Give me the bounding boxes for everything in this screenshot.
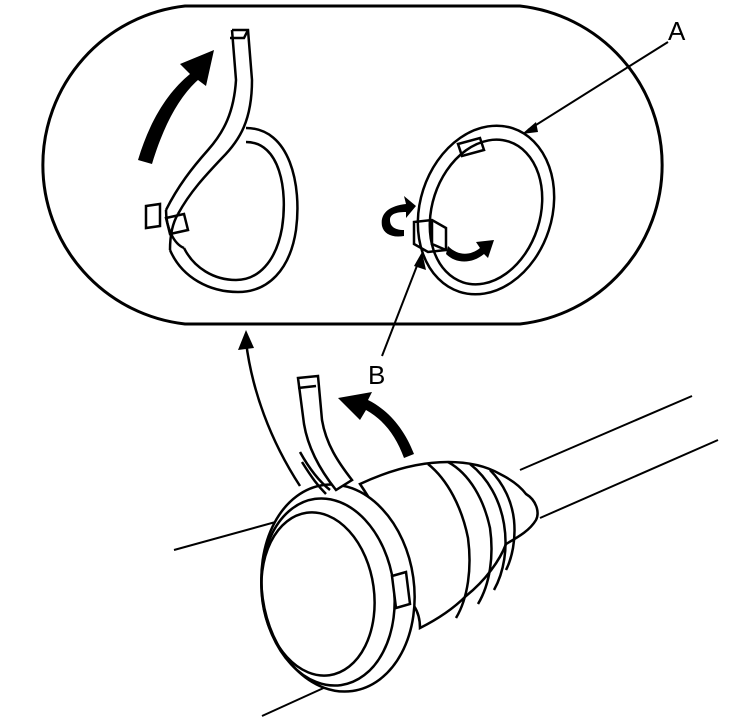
rotate-arrow-right bbox=[446, 240, 494, 262]
band-tail-inner bbox=[164, 29, 238, 211]
band-tail bbox=[176, 28, 254, 215]
callout-label-a: A bbox=[668, 16, 686, 46]
cv-boot bbox=[358, 460, 539, 631]
callout-label-b: B bbox=[368, 360, 385, 390]
band-loop-inner bbox=[182, 140, 286, 282]
clamp-buckle-a bbox=[456, 136, 486, 158]
main-band-strap bbox=[296, 374, 354, 495]
clamp-band-lifting bbox=[144, 28, 299, 294]
leader-a-arrowhead bbox=[522, 122, 538, 134]
rotate-arrow-left bbox=[381, 196, 416, 237]
band-loop-outer bbox=[168, 126, 299, 294]
detail-pointer-arrowhead bbox=[238, 330, 254, 350]
axle-shaft bbox=[173, 395, 719, 717]
clamp-ring-inner bbox=[428, 138, 544, 286]
clamp-band-closed bbox=[412, 124, 556, 296]
main-lift-arrow bbox=[338, 392, 414, 458]
lift-arrow bbox=[138, 50, 214, 164]
boot-large-end bbox=[260, 483, 416, 693]
leader-b bbox=[381, 257, 421, 357]
detail-callout bbox=[41, 4, 664, 326]
leader-b-arrowhead bbox=[414, 252, 426, 270]
leader-a bbox=[527, 41, 669, 131]
detail-callout-outline bbox=[41, 4, 664, 326]
boot-band-clip bbox=[390, 570, 412, 610]
clamp-ring-outer bbox=[416, 124, 556, 296]
detail-pointer-arc bbox=[244, 341, 302, 487]
band-lock-tab bbox=[144, 202, 162, 230]
band-latch bbox=[164, 212, 190, 236]
boot-end-opening bbox=[260, 511, 376, 677]
